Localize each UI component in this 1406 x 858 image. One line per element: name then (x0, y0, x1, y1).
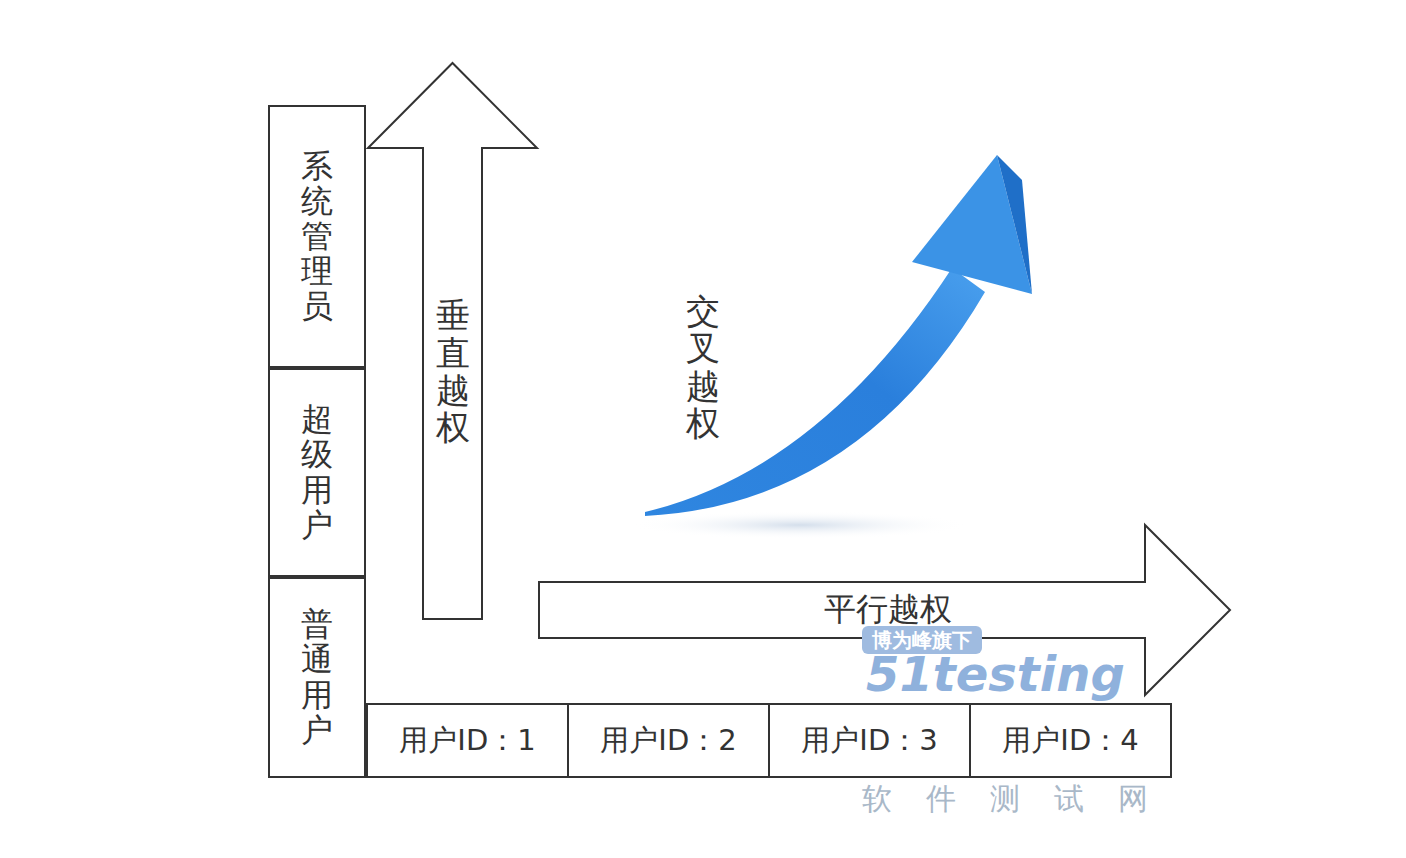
user-id-box: 用户ID：4 (969, 703, 1172, 778)
node-text: 用户ID：2 (600, 721, 736, 761)
watermark-logo: 51testing (866, 650, 1125, 698)
node-text: 用户ID：3 (801, 721, 937, 761)
user-id-box: 用户ID：1 (366, 703, 569, 778)
role-box: 普通用户 (268, 577, 366, 778)
role-box: 超级用户 (268, 368, 366, 577)
watermark-text: 软件测试网 (862, 784, 1182, 814)
node-text: 用户ID：1 (399, 721, 535, 761)
node-text: 普通用户 (301, 607, 333, 748)
node-text: 系统管理员 (301, 149, 333, 325)
vertical-arrow: 垂直越权 (367, 62, 538, 620)
cross-privilege-label: 交叉越权 (686, 293, 720, 443)
role-box: 系统管理员 (268, 105, 366, 368)
user-id-box: 用户ID：2 (567, 703, 770, 778)
node-text: 垂直越权 (436, 297, 470, 447)
node-text: 用户ID：4 (1002, 721, 1138, 761)
node-text: 超级用户 (301, 402, 333, 543)
user-id-box: 用户ID：3 (768, 703, 971, 778)
arrow-text-area: 垂直越权 (423, 192, 482, 552)
